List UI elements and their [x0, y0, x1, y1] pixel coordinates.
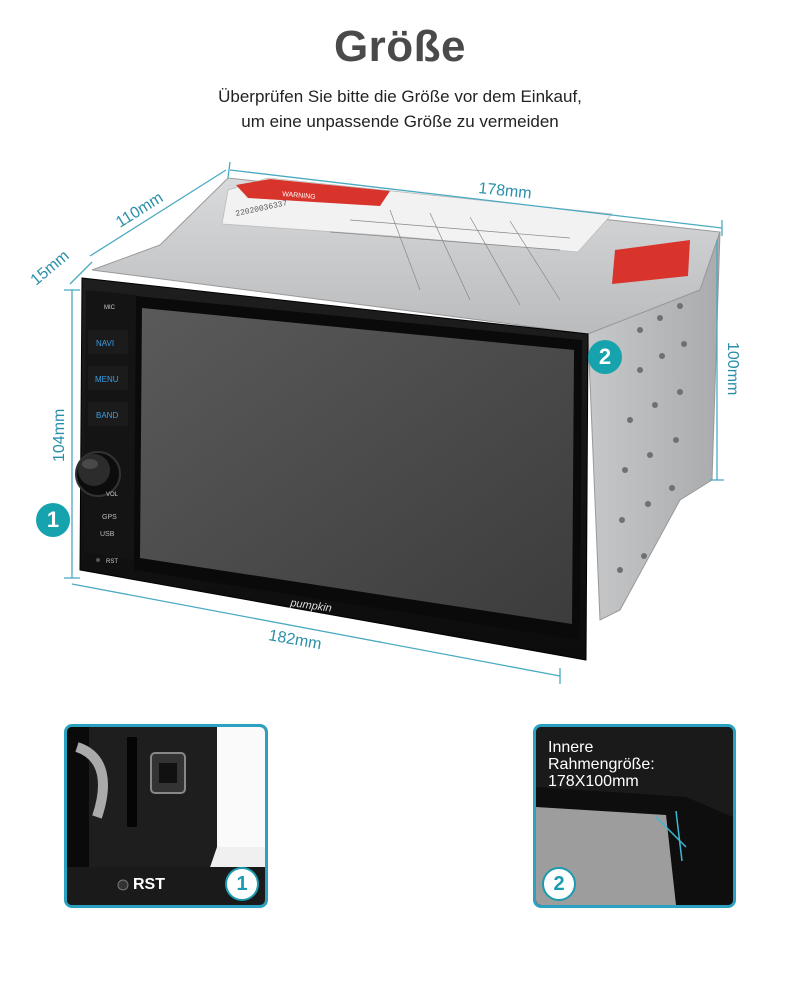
- button-band[interactable]: BAND: [88, 402, 128, 426]
- detail-badge-2: 2: [542, 867, 576, 901]
- dimension-lines: [64, 161, 724, 684]
- volume-knob[interactable]: [75, 451, 121, 497]
- dim-178mm: 178mm: [478, 180, 533, 202]
- vol-label: VOL: [106, 492, 119, 498]
- subtitle-line-1: Überprüfen Sie bitte die Größe vor dem E…: [218, 87, 582, 106]
- case-side: [587, 231, 721, 621]
- button-navi[interactable]: NAVI: [88, 330, 128, 354]
- detail-frame-text-line-3: 178X100mm: [548, 773, 639, 790]
- side-warning-sticker: [612, 240, 690, 284]
- detail-panel-frame: Innere Rahmengröße: 178X100mm 2: [533, 724, 736, 908]
- callout-badge-2: 2: [588, 340, 622, 374]
- dim-100mm: 100mm: [724, 342, 741, 395]
- rst-hole: [96, 558, 100, 562]
- detail-panel-usb-rst: RST 1: [64, 724, 268, 908]
- usb-label: USB: [100, 531, 115, 538]
- mic-label: MIC: [104, 305, 116, 311]
- screen: [140, 308, 574, 624]
- button-menu[interactable]: MENU: [88, 366, 128, 390]
- detail-frame-text-line-2: Rahmengröße:: [548, 756, 655, 773]
- button-navi-label: NAVI: [96, 339, 114, 348]
- detail-rst-label: RST: [133, 876, 165, 893]
- detail-frame-text-line-1: Innere: [548, 739, 594, 756]
- dim-182mm: 182mm: [267, 627, 323, 653]
- callout-badge-1: 1: [36, 503, 70, 537]
- wiring-diagram: [329, 209, 571, 306]
- detail-frame-text: Innere Rahmengröße: 178X100mm: [548, 739, 655, 790]
- brand-logo: pumpkin: [289, 597, 333, 615]
- dim-104mm: 104mm: [51, 409, 68, 462]
- page-title: Größe: [333, 22, 467, 71]
- button-band-label: BAND: [96, 411, 118, 420]
- button-menu-label: MENU: [95, 375, 119, 384]
- device-diagram: WARNING 22020036337 MIC NAVI MENU BAND V…: [28, 161, 741, 684]
- dim-15mm: 15mm: [28, 247, 73, 289]
- subtitle-line-2: um eine unpassende Größe zu vermeiden: [241, 112, 559, 131]
- gps-label: GPS: [102, 514, 117, 521]
- rst-label: RST: [106, 559, 118, 565]
- warning-text: WARNING: [282, 191, 316, 201]
- case-side-holes: [617, 303, 687, 573]
- subtitle: Überprüfen Sie bitte die Größe vor dem E…: [0, 84, 800, 134]
- detail-badge-1: 1: [225, 867, 259, 901]
- warning-strip: [236, 179, 390, 206]
